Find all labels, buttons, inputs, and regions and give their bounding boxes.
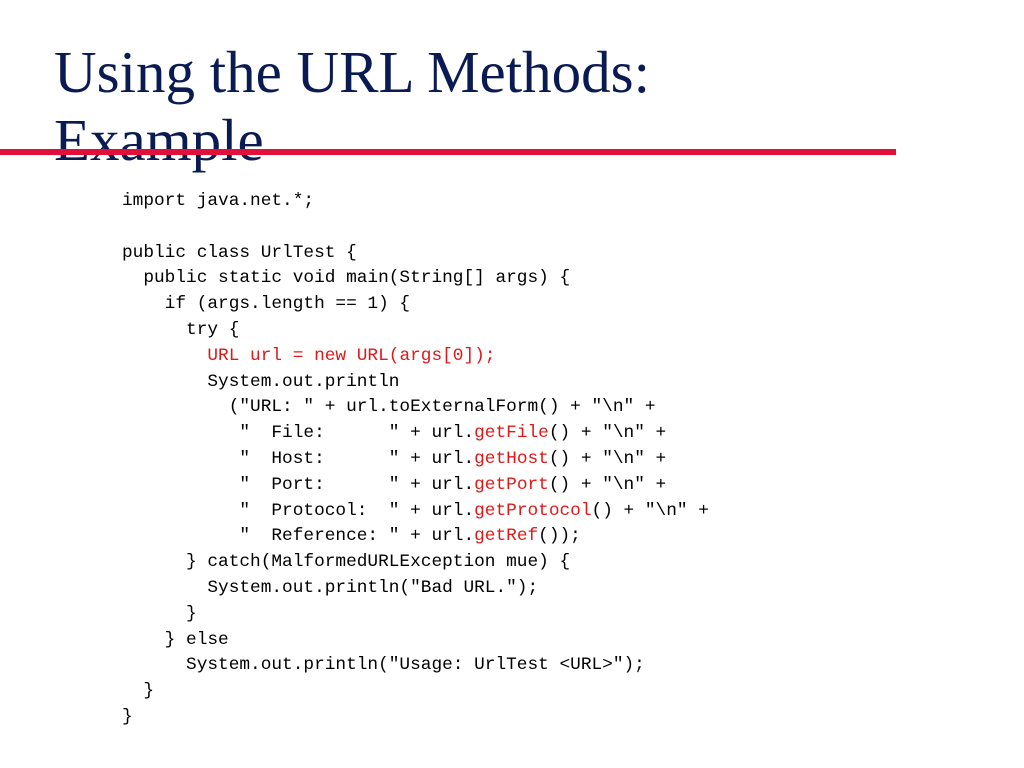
code-text: () + "\n" + — [548, 448, 667, 469]
code-line: import java.net.*; — [122, 189, 709, 215]
code-line: " Port: " + url.getPort() + "\n" + — [122, 473, 709, 499]
code-highlight: getFile — [474, 423, 549, 444]
code-text: try { — [122, 319, 240, 340]
code-text: " File: " + url. — [122, 423, 475, 444]
code-highlight: URL url = new URL(args[0]); — [207, 345, 496, 366]
code-text: } — [122, 706, 133, 727]
code-line: System.out.println("Bad URL."); — [122, 576, 709, 602]
code-text: " Protocol: " + url. — [122, 500, 475, 521]
code-highlight: getProtocol — [474, 500, 592, 521]
code-text: () + "\n" + — [548, 423, 667, 444]
code-line: URL url = new URL(args[0]); — [122, 344, 709, 370]
code-text: System.out.println("Usage: UrlTest <URL>… — [122, 655, 645, 676]
code-text: } — [122, 603, 197, 624]
code-line: } catch(MalformedURLException mue) { — [122, 550, 709, 576]
slide-title-line-2: Example — [54, 107, 264, 173]
slide-title-line-1: Using the URL Methods: — [54, 39, 650, 105]
code-text: ()); — [538, 526, 581, 547]
code-line: " Protocol: " + url.getProtocol() + "\n"… — [122, 499, 709, 525]
code-text: } else — [122, 629, 229, 650]
code-line: try { — [122, 318, 709, 344]
code-text: public class UrlTest { — [122, 242, 357, 263]
code-line: } else — [122, 628, 709, 654]
code-highlight: getHost — [474, 448, 549, 469]
code-highlight: getPort — [474, 474, 549, 495]
code-text: ("URL: " + url.toExternalForm() + "\n" + — [122, 397, 656, 418]
code-text: " Host: " + url. — [122, 448, 475, 469]
code-line: ("URL: " + url.toExternalForm() + "\n" + — [122, 395, 709, 421]
code-text: " Reference: " + url. — [122, 526, 475, 547]
slide-title: Using the URL Methods: Example — [54, 38, 954, 174]
code-line: } — [122, 705, 709, 731]
code-text: System.out.println — [122, 371, 400, 392]
code-highlight: getRef — [474, 526, 539, 547]
code-text: () + "\n" + — [591, 500, 709, 521]
code-text: } — [122, 681, 155, 702]
code-text: System.out.println("Bad URL."); — [122, 577, 539, 598]
code-text: public static void main(String[] args) { — [122, 268, 571, 289]
code-text: if (args.length == 1) { — [122, 294, 411, 315]
code-line: } — [122, 679, 709, 705]
code-text: import java.net.*; — [122, 191, 315, 211]
code-line: } — [122, 602, 709, 628]
code-text: " Port: " + url. — [122, 474, 475, 495]
code-line — [122, 215, 709, 241]
code-line: if (args.length == 1) { — [122, 292, 709, 318]
code-text: () + "\n" + — [548, 474, 667, 495]
title-divider — [0, 149, 896, 155]
code-line: " Host: " + url.getHost() + "\n" + — [122, 447, 709, 473]
code-line: public class UrlTest { — [122, 241, 709, 267]
code-line: System.out.println — [122, 370, 709, 396]
code-line: public static void main(String[] args) { — [122, 266, 709, 292]
code-line: " Reference: " + url.getRef()); — [122, 524, 709, 550]
code-line: " File: " + url.getFile() + "\n" + — [122, 421, 709, 447]
code-text — [122, 346, 207, 366]
code-line: System.out.println("Usage: UrlTest <URL>… — [122, 653, 709, 679]
code-block: import java.net.*; public class UrlTest {… — [122, 189, 709, 731]
code-text: } catch(MalformedURLException mue) { — [122, 552, 571, 573]
